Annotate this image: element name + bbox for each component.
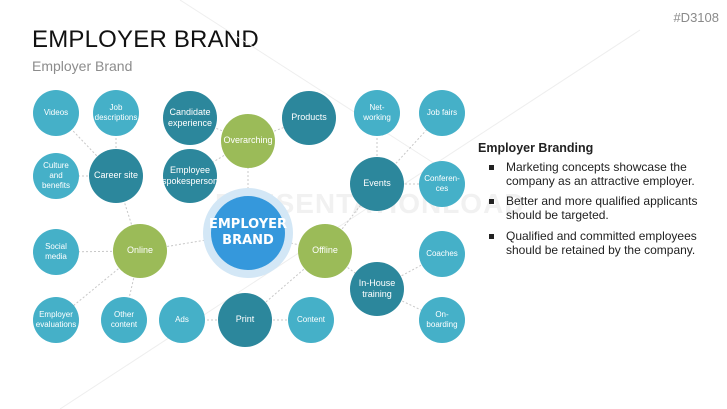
node-ads: Ads — [159, 297, 205, 343]
node-job-fairs: Job fairs — [419, 90, 465, 136]
slide-code: #D3108 — [673, 10, 719, 25]
node-events: Events — [350, 157, 404, 211]
node-conferences: Conferen-ces — [419, 161, 465, 207]
node-other-content: Other content — [101, 297, 147, 343]
node-employer-evaluations: Employer evaluations — [33, 297, 79, 343]
node-coaches: Coaches — [419, 231, 465, 277]
node-career-site: Career site — [89, 149, 143, 203]
node-social-media: Social media — [33, 229, 79, 275]
node-networking: Net-working — [354, 90, 400, 136]
node-print: Print — [218, 293, 272, 347]
node-employee-spokesperson: Employee spokesperson — [162, 149, 218, 203]
node-job-descriptions: Job descriptions — [93, 90, 139, 136]
node-onboarding: On-boarding — [419, 297, 465, 343]
node-overarching: Overarching — [221, 114, 275, 168]
node-inhouse-training: In-House training — [350, 262, 404, 316]
info-panel: Employer Branding Marketing concepts sho… — [478, 141, 708, 263]
page-title: EMPLOYER BRAND — [32, 26, 259, 53]
node-products: Products — [282, 91, 336, 145]
bullet-item: Marketing concepts showcase the company … — [489, 160, 708, 188]
node-content: Content — [288, 297, 334, 343]
node-center: EMPLOYER BRAND — [209, 196, 287, 270]
node-videos: Videos — [33, 90, 79, 136]
node-offline: Offline — [298, 224, 352, 278]
bullet-item: Better and more qualified applicants sho… — [489, 194, 708, 222]
panel-heading: Employer Branding — [478, 141, 594, 155]
node-online: Online — [113, 224, 167, 278]
bullet-item: Qualified and committed employees should… — [489, 229, 708, 257]
page-subtitle: Employer Brand — [32, 58, 133, 74]
connector-overarching-products — [247, 117, 310, 142]
node-culture: Culture and benefits — [33, 153, 79, 199]
node-candidate-experience: Candidate experience — [163, 91, 217, 145]
bullet-list: Marketing concepts showcase the company … — [478, 160, 708, 257]
